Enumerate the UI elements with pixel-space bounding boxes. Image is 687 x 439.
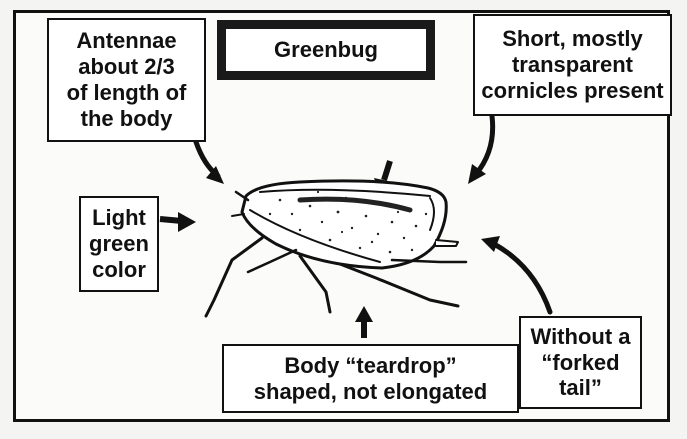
arrow-cornicles xyxy=(476,116,493,174)
title-box: Greenbug xyxy=(217,20,435,80)
label-body-shape-line-2: shaped, not elongated xyxy=(254,379,487,405)
arrow-color-head xyxy=(178,212,196,232)
label-antennae-line-2: about 2/3 xyxy=(67,54,187,80)
label-antennae-line-4: the body xyxy=(67,106,187,132)
label-antennae: Antennae about 2/3 of length of the body xyxy=(47,18,206,142)
label-color-line-3: color xyxy=(89,257,149,283)
arrow-top xyxy=(384,161,390,180)
arrow-tail xyxy=(494,244,550,312)
label-cornicles-line-2: transparent xyxy=(481,52,663,78)
label-body-shape: Body “teardrop” shaped, not elongated xyxy=(222,344,519,413)
label-tail-line-2: “forked xyxy=(531,350,631,376)
label-antennae-line-3: of length of xyxy=(67,80,187,106)
label-color-line-2: green xyxy=(89,231,149,257)
label-cornicles: Short, mostly transparent cornicles pres… xyxy=(473,14,672,116)
label-tail: Without a “forked tail” xyxy=(519,316,642,409)
label-body-shape-line-1: Body “teardrop” xyxy=(254,353,487,379)
label-cornicles-line-1: Short, mostly xyxy=(481,26,663,52)
arrow-body-head xyxy=(355,306,373,322)
label-color-line-1: Light xyxy=(89,205,149,231)
label-tail-line-3: tail” xyxy=(531,375,631,401)
title-text: Greenbug xyxy=(274,37,378,63)
label-cornicles-line-3: cornicles present xyxy=(481,78,663,104)
label-antennae-line-1: Antennae xyxy=(67,28,187,54)
label-color: Light green color xyxy=(79,196,159,292)
greenbug-body xyxy=(206,181,466,316)
label-tail-line-1: Without a xyxy=(531,324,631,350)
